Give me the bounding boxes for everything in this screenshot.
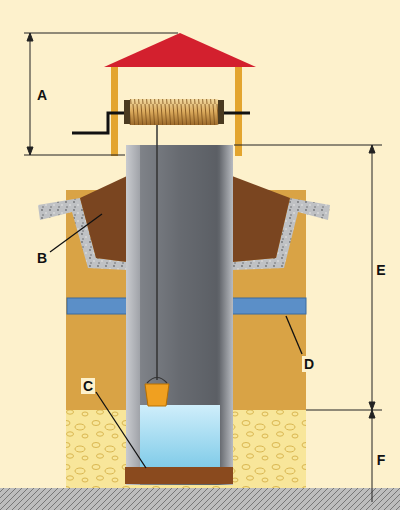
leader-lines (50, 214, 302, 468)
roof (104, 33, 256, 67)
clay-lock (80, 176, 127, 262)
crank-handle (72, 113, 124, 133)
post (111, 64, 118, 156)
post (235, 64, 242, 156)
bedrock (0, 488, 400, 510)
well-shaft (126, 145, 233, 485)
seal-ring (67, 298, 127, 314)
clay-lock (232, 176, 290, 262)
callout-letter: E (374, 262, 387, 278)
callout-letter: B (35, 250, 49, 266)
bottom-filter (125, 467, 233, 484)
callout-letter: C (81, 378, 95, 394)
bucket (145, 384, 169, 406)
seal-ring (232, 298, 306, 314)
rope (156, 125, 158, 380)
callout-letter: A (35, 87, 49, 103)
windlass-drum (128, 99, 220, 125)
callout-letter: F (375, 452, 388, 468)
water (140, 405, 220, 469)
callout-letter: D (302, 356, 316, 372)
dimension-lines (24, 33, 382, 502)
